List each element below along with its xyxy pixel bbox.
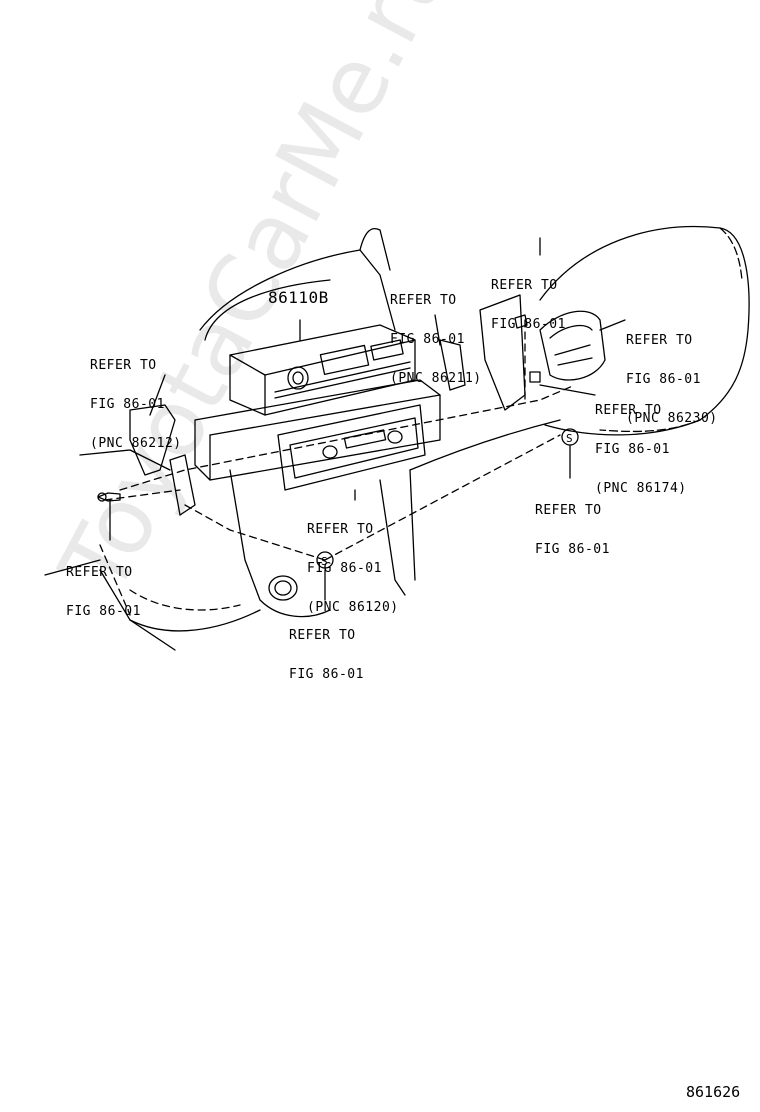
callout-c3: REFER TO FIG 86-01 xyxy=(491,278,566,332)
left-bracket xyxy=(130,405,195,515)
radio-unit xyxy=(230,325,415,415)
callout-c4: REFER TO FIG 86-01 (PNC 86230) xyxy=(626,333,718,426)
knob-icon xyxy=(269,576,297,600)
screw-marker-icon xyxy=(317,552,333,568)
bolt-icon-2 xyxy=(515,315,527,328)
switch-assembly xyxy=(530,311,605,382)
callout-c8: REFER TO FIG 86-01 xyxy=(66,565,141,619)
figure-id: 861626 xyxy=(686,1083,741,1101)
right-bracket xyxy=(440,295,525,410)
volume-knob-icon xyxy=(288,367,308,389)
climate-panel xyxy=(278,405,425,490)
mounting-frame xyxy=(195,380,440,480)
screw-marker-text: S xyxy=(566,432,573,445)
console-outline xyxy=(230,470,330,617)
callout-c6: REFER TO FIG 86-01 xyxy=(535,503,610,557)
part-number-label: 86110B xyxy=(268,288,329,307)
bolt-icon xyxy=(98,493,120,501)
callout-c1: REFER TO FIG 86-01 (PNC 86212) xyxy=(90,358,182,451)
screw-marker-text: S xyxy=(321,555,328,568)
callout-c5: REFER TO FIG 86-01 (PNC 86174) xyxy=(595,403,687,496)
callout-c9: REFER TO FIG 86-01 xyxy=(289,628,364,682)
callout-c2: REFER TO FIG 86-01 (PNC 86211) xyxy=(390,293,482,386)
callout-c7: REFER TO FIG 86-01 (PNC 86120) xyxy=(307,522,399,615)
screw-marker-icon xyxy=(562,429,578,445)
leader-lines xyxy=(100,320,575,615)
